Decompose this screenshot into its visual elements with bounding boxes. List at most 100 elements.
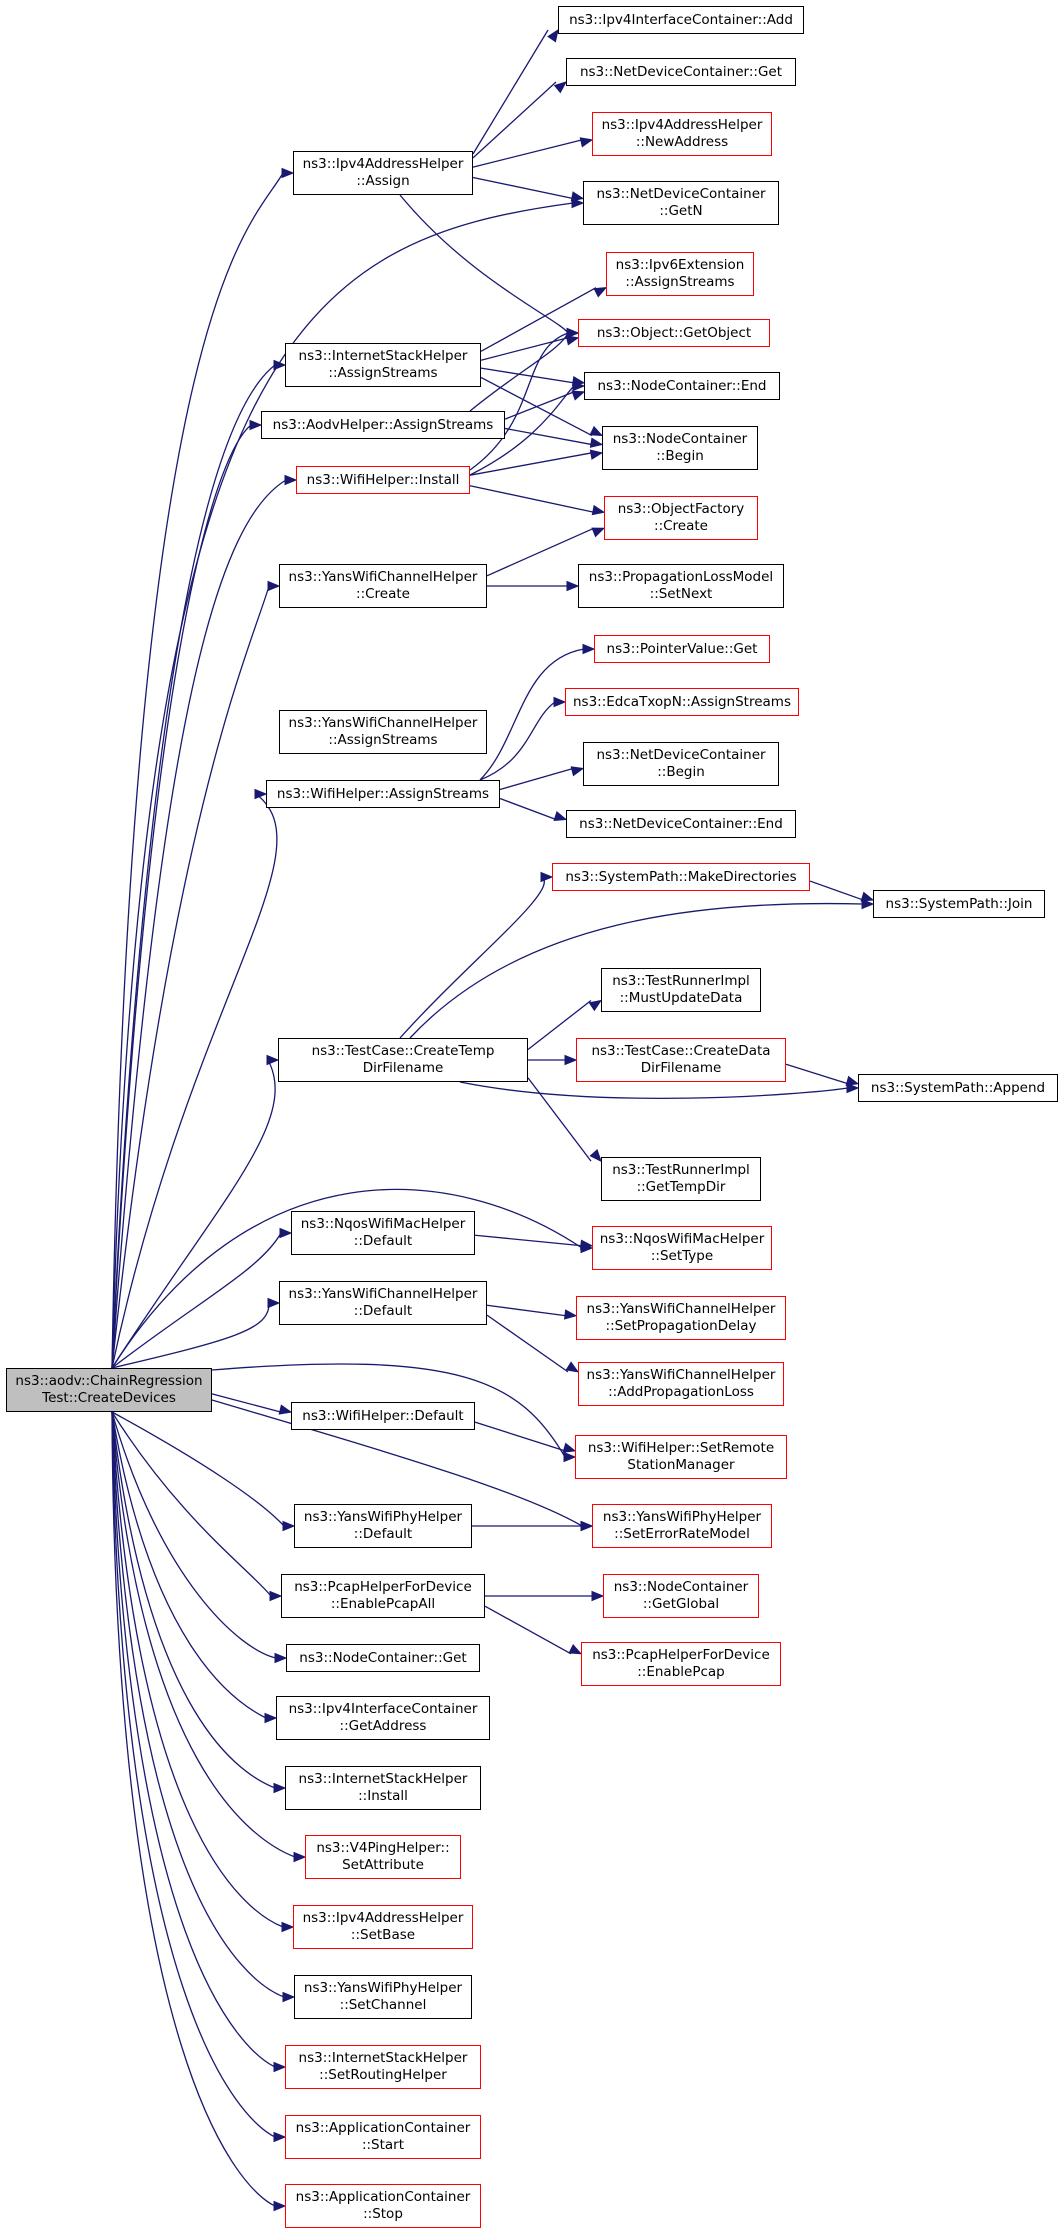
call-edge-arrowhead [281, 1921, 295, 1933]
node-sp-mkdirs[interactable]: ns3::SystemPath::MakeDirectories [552, 863, 810, 891]
node-ipv4ah-newaddr[interactable]: ns3::Ipv4AddressHelper::NewAddress [592, 112, 772, 156]
call-edge [474, 1234, 583, 1247]
call-edge [211, 1363, 566, 1458]
node-label-line: ns3::Ipv4AddressHelper [302, 1910, 464, 1926]
call-edge-arrowhead [254, 788, 268, 800]
call-edge-arrowhead [267, 1297, 281, 1309]
node-ywph-default[interactable]: ns3::YansWifiPhyHelper::Default [294, 1504, 472, 1548]
node-pv-get[interactable]: ns3::PointerValue::Get [594, 635, 770, 663]
node-label-line: ns3::Ipv6Extension [615, 257, 745, 273]
node-ndc-begin[interactable]: ns3::NetDeviceContainer::Begin [583, 742, 779, 786]
node-plm-setnext[interactable]: ns3::PropagationLossModel::SetNext [578, 564, 784, 608]
node-nqos-default[interactable]: ns3::NqosWifiMacHelper::Default [291, 1211, 475, 1255]
node-ipv4ic-add[interactable]: ns3::Ipv4InterfaceContainer::Add [558, 6, 804, 34]
node-phd-enable[interactable]: ns3::PcapHelperForDevice::EnablePcap [581, 1642, 781, 1686]
node-label-line: ns3::ObjectFactory [617, 501, 745, 517]
node-ywch-addloss[interactable]: ns3::YansWifiChannelHelper::AddPropagati… [578, 1362, 784, 1406]
node-label-line: ns3::PcapHelperForDevice [294, 1579, 472, 1595]
node-label-line: ::SetPropagationDelay [605, 1318, 757, 1334]
call-edge-arrowhead [564, 1054, 578, 1066]
call-edge-arrowhead [580, 1520, 594, 1532]
node-nc-end[interactable]: ns3::NodeContainer::End [584, 372, 780, 400]
node-sp-join[interactable]: ns3::SystemPath::Join [873, 890, 1045, 918]
node-v4ping-setattr[interactable]: ns3::V4PingHelper::SetAttribute [305, 1835, 461, 1879]
node-sp-append[interactable]: ns3::SystemPath::Append [858, 1074, 1058, 1102]
call-edge-arrowhead [553, 81, 568, 94]
node-edca-assign[interactable]: ns3::EdcaTxopN::AssignStreams [565, 688, 799, 716]
node-label-line: ::SetType [650, 1248, 714, 1264]
node-ipv6ext-assign[interactable]: ns3::Ipv6Extension::AssignStreams [606, 252, 754, 296]
call-edge [111, 1411, 267, 1719]
node-ndc-get[interactable]: ns3::NetDeviceContainer::Get [566, 58, 796, 86]
node-label-line: ::Default [353, 1526, 413, 1542]
node-ac-start[interactable]: ns3::ApplicationContainer::Start [285, 2115, 481, 2159]
call-edge-arrowhead [269, 1590, 283, 1602]
node-nc-begin[interactable]: ns3::NodeContainer::Begin [602, 426, 758, 470]
node-phd-enableall[interactable]: ns3::PcapHelperForDevice::EnablePcapAll [281, 1574, 485, 1618]
node-aodv-assign[interactable]: ns3::AodvHelper::AssignStreams [261, 411, 505, 439]
node-ipv4ah-assign[interactable]: ns3::Ipv4AddressHelper::Assign [293, 151, 473, 195]
call-edge [479, 701, 556, 781]
node-ywch-assign[interactable]: ns3::YansWifiChannelHelper::AssignStream… [279, 710, 487, 754]
node-nqos-settype[interactable]: ns3::NqosWifiMacHelper::SetType [592, 1226, 772, 1270]
node-ipv4ic-getaddr[interactable]: ns3::Ipv4InterfaceContainer::GetAddress [276, 1696, 490, 1740]
call-edge-arrowhead [571, 390, 586, 401]
node-ndc-end[interactable]: ns3::NetDeviceContainer::End [566, 810, 796, 838]
node-label-line: ::GetTempDir [636, 1179, 726, 1195]
node-ywph-setchannel[interactable]: ns3::YansWifiPhyHelper::SetChannel [294, 1975, 472, 2019]
node-label-line: ::GetGlobal [642, 1596, 720, 1612]
call-edge-arrowhead [563, 1451, 577, 1463]
node-label-line: ns3::TestCase::CreateTemp [311, 1043, 495, 1059]
node-ac-stop[interactable]: ns3::ApplicationContainer::Stop [285, 2184, 481, 2228]
call-edge-arrowhead [570, 766, 585, 777]
node-ndc-getn[interactable]: ns3::NetDeviceContainer::GetN [583, 181, 779, 225]
node-obj-getobject[interactable]: ns3::Object::GetObject [578, 319, 770, 347]
call-edge [399, 194, 569, 334]
call-edge-arrowhead [861, 898, 875, 910]
call-edge [111, 1411, 296, 1858]
node-tri-gettemp[interactable]: ns3::TestRunnerImpl::GetTempDir [601, 1157, 761, 1201]
call-edge-arrowhead [589, 1149, 602, 1163]
node-ywch-default[interactable]: ns3::YansWifiChannelHelper::Default [279, 1281, 487, 1325]
node-ywch-setdelay[interactable]: ns3::YansWifiChannelHelper::SetPropagati… [576, 1296, 786, 1340]
node-ish-setrouting[interactable]: ns3::InternetStackHelper::SetRoutingHelp… [285, 2045, 481, 2089]
node-label-line: ns3::PropagationLossModel [588, 569, 774, 585]
call-edge-arrowhead [589, 449, 604, 460]
node-ywph-seterr[interactable]: ns3::YansWifiPhyHelper::SetErrorRateMode… [592, 1504, 772, 1548]
node-label-line: ns3::NetDeviceContainer::End [579, 815, 783, 832]
node-of-create[interactable]: ns3::ObjectFactory::Create [604, 496, 758, 540]
call-edge-arrowhead [563, 1309, 578, 1320]
node-ipv4ah-setbase[interactable]: ns3::Ipv4AddressHelper::SetBase [293, 1905, 473, 1949]
call-edge [211, 1399, 583, 1527]
node-label-line: ::SetChannel [339, 1997, 427, 2013]
node-label-line: ns3::NetDeviceContainer [596, 747, 766, 763]
call-edge [479, 648, 585, 781]
node-ywch-create[interactable]: ns3::YansWifiChannelHelper::Create [279, 564, 487, 608]
node-label-line: ::Begin [656, 448, 704, 464]
node-label-line: ::MustUpdateData [619, 990, 743, 1006]
node-label-line: ns3::InternetStackHelper [298, 1771, 468, 1787]
node-label-line: ::SetRoutingHelper [319, 2067, 447, 2083]
node-label-line: ns3::SystemPath::Join [885, 895, 1033, 912]
node-label-line: ::SetErrorRateModel [614, 1526, 750, 1542]
node-nc-get[interactable]: ns3::NodeContainer::Get [286, 1644, 480, 1672]
call-edge-arrowhead [860, 891, 875, 902]
node-wifi-assign[interactable]: ns3::WifiHelper::AssignStreams [266, 780, 500, 808]
node-label-line: ns3::NodeContainer::End [597, 377, 767, 394]
node-tri-mustupdate[interactable]: ns3::TestRunnerImpl::MustUpdateData [601, 968, 761, 1012]
call-edge [111, 1411, 285, 1998]
node-label-line: ::Create [356, 586, 410, 602]
call-edge-arrowhead [565, 335, 580, 346]
node-ish-assign[interactable]: ns3::InternetStackHelper::AssignStreams [285, 343, 481, 387]
call-edge-arrowhead [279, 1227, 293, 1239]
node-label-line: ns3::Ipv4InterfaceContainer::Add [569, 11, 793, 28]
node-wifi-default[interactable]: ns3::WifiHelper::Default [291, 1402, 475, 1430]
node-wifi-install[interactable]: ns3::WifiHelper::Install [296, 466, 470, 494]
node-ish-install[interactable]: ns3::InternetStackHelper::Install [285, 1766, 481, 1810]
node-label-line: ::Stop [363, 2206, 403, 2222]
call-edge [474, 1421, 566, 1452]
node-nc-getglobal[interactable]: ns3::NodeContainer::GetGlobal [603, 1574, 759, 1618]
